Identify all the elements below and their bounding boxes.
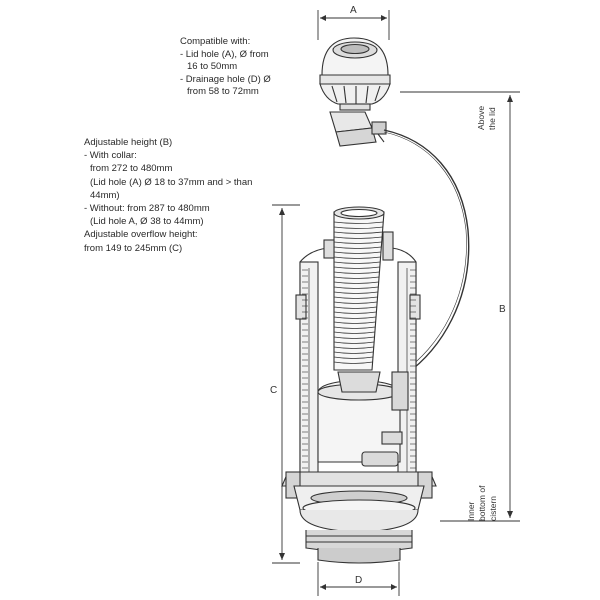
- push-button-head: [319, 37, 391, 111]
- inner-bottom-line: Inner: [466, 501, 476, 521]
- tube-rib: [333, 336, 375, 339]
- tube-rib: [333, 281, 379, 284]
- adjustable-line: 44mm): [90, 189, 120, 201]
- float-chamber: [317, 371, 409, 467]
- dimension-a: A: [317, 5, 390, 40]
- dimension-d-label: D: [355, 575, 362, 586]
- inner-bottom-line: cistern: [488, 496, 498, 521]
- base-flange: [281, 471, 437, 564]
- tube-rib: [333, 306, 377, 309]
- tube-rib: [333, 346, 374, 349]
- tube-rib: [333, 286, 379, 289]
- compatibility-line: - Lid hole (A), Ø from: [180, 48, 269, 60]
- height-scale: [302, 269, 416, 469]
- above-lid-note: Above the lid: [476, 106, 497, 130]
- adjustable-line: Adjustable height (B): [84, 137, 173, 148]
- above-lid-line: the lid: [487, 107, 497, 130]
- tube-rib: [333, 256, 381, 259]
- compatibility-line: 16 to 50mm: [187, 61, 238, 73]
- cable-actuator: [329, 111, 387, 147]
- tube-rib: [333, 356, 374, 359]
- dimension-a-label: A: [350, 5, 357, 16]
- compatibility-line: from 58 to 72mm: [187, 86, 259, 98]
- tube-rib: [333, 361, 373, 364]
- adjustable-line: - With collar:: [84, 150, 137, 162]
- tube-rib: [333, 271, 380, 274]
- adjustable-line: - Without: from 287 to 480mm: [84, 203, 210, 215]
- adjustable-line: (Lid hole A, Ø 38 to 44mm): [90, 216, 204, 228]
- dimension-c: C: [270, 204, 300, 564]
- valve-cage: [295, 231, 421, 479]
- above-lid-line: Above: [476, 106, 486, 130]
- tube-rib: [333, 261, 381, 264]
- dimension-b: B: [400, 91, 520, 522]
- tube-rib: [333, 296, 378, 299]
- tube-rib: [333, 341, 375, 344]
- adjustable-line: Adjustable overflow height:: [84, 229, 198, 241]
- dimension-b-label: B: [499, 304, 506, 315]
- tube-rib: [333, 301, 378, 304]
- tube-rib: [333, 241, 382, 244]
- tube-rib: [333, 311, 377, 314]
- compatibility-title: Compatible with:: [180, 36, 251, 47]
- adjustable-height-note: Adjustable height (B) - With collar: fro…: [84, 136, 252, 255]
- adjustable-line: from 272 to 480mm: [90, 163, 173, 175]
- adjustable-line: (Lid hole (A) Ø 18 to 37mm and > than: [90, 176, 253, 188]
- tube-rib: [333, 316, 377, 319]
- tube-ribs: [333, 221, 384, 364]
- tube-rib: [333, 276, 380, 279]
- tube-rib: [333, 251, 382, 254]
- tube-rib: [333, 266, 380, 269]
- tube-rib: [333, 321, 376, 324]
- dimension-d: D: [317, 562, 400, 596]
- tube-rib: [333, 331, 375, 334]
- tube-rib: [333, 326, 376, 329]
- tube-rib: [333, 226, 383, 229]
- compatibility-note: Compatible with: - Lid hole (A), Ø from …: [180, 36, 271, 99]
- tube-rib: [333, 291, 378, 294]
- adjustable-line: from 149 to 245mm (C): [84, 242, 183, 254]
- tube-rib: [333, 236, 383, 239]
- inner-bottom-line: bottom of: [477, 485, 487, 521]
- compatibility-line: - Drainage hole (D) Ø: [180, 73, 271, 85]
- inner-bottom-note: Inner bottom of cistern: [466, 485, 498, 521]
- dimension-c-label: C: [270, 385, 277, 396]
- tube-rib: [333, 351, 374, 354]
- tube-rib: [333, 231, 383, 234]
- tube-rib: [333, 246, 382, 249]
- cable: [383, 129, 470, 376]
- tube-rib: [333, 221, 384, 224]
